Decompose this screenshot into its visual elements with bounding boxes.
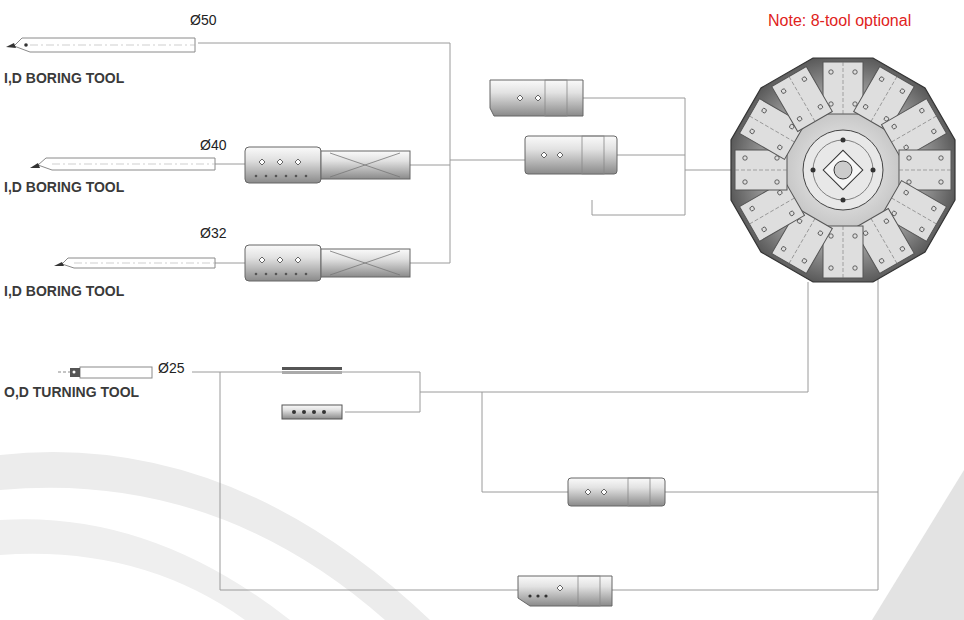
tool-name: I,D BORING TOOL — [4, 283, 124, 299]
tool-callout: Ø32I,D BORING TOOL — [2, 218, 228, 303]
dimension-label: Ø32 — [200, 225, 226, 241]
tool-name: I,D BORING TOOL — [4, 179, 124, 195]
tool-name: O,D TURNING TOOL — [4, 384, 139, 400]
tool-callout: Ø25O,D TURNING TOOL — [2, 352, 192, 407]
tool-callout: Ø40I,D BORING TOOL — [2, 130, 228, 200]
tool-callout: Ø50I,D BORING TOOL — [2, 8, 218, 88]
dimension-label: Ø50 — [190, 12, 216, 28]
dimension-label: Ø40 — [200, 137, 226, 153]
note-label: Note: 8-tool optional — [768, 12, 911, 30]
tool-name: I,D BORING TOOL — [4, 70, 124, 86]
dimension-label: Ø25 — [158, 360, 184, 376]
